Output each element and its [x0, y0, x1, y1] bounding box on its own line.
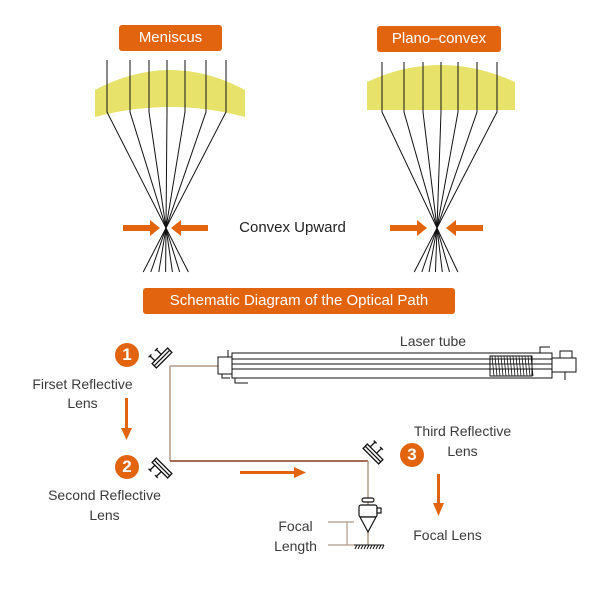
second-reflective-lens-icon: [148, 457, 173, 479]
third-reflective-lens-icon: [362, 440, 384, 465]
step-1-badge: 1: [115, 343, 139, 367]
plano-convex-rays: [381, 62, 498, 273]
light-ray: [129, 60, 181, 273]
direction-arrow-down-1: [121, 398, 132, 440]
step-3-badge: 3: [400, 443, 424, 467]
step-2-label-line2: Lens: [89, 507, 120, 523]
light-ray: [403, 62, 450, 273]
step-3-label-line1: Third Reflective: [413, 423, 512, 439]
meniscus-badge: Meniscus: [119, 25, 222, 51]
laser-tube-label: Laser tube: [399, 333, 467, 349]
light-ray: [148, 60, 173, 273]
light-ray: [413, 62, 498, 273]
light-ray: [150, 60, 207, 273]
step-2-badge: 2: [115, 455, 139, 479]
light-ray: [428, 62, 459, 273]
light-ray: [381, 62, 459, 273]
focal-lens-label: Focal Lens: [413, 527, 482, 543]
first-reflective-lens-icon: [148, 347, 173, 369]
light-ray: [106, 60, 189, 273]
focal-length-label-line2: Length: [274, 538, 317, 554]
work-surface-icon: [353, 544, 385, 550]
light-ray: [434, 62, 442, 273]
focal-length-dimension: [328, 521, 354, 546]
step-1-label-line1: Firset Reflective: [32, 376, 133, 392]
step-2-label-line1: Second Reflective: [48, 487, 161, 503]
light-ray: [422, 62, 443, 273]
focus-arrows-left: [123, 220, 208, 236]
meniscus-rays: [106, 60, 227, 273]
laser-tube-icon: [217, 346, 577, 384]
step-3-label-line2: Lens: [447, 443, 478, 459]
focal-lens-head-icon: [358, 497, 382, 534]
step-1-label-line2: Lens: [67, 395, 98, 411]
direction-arrow-down-3: [433, 474, 444, 516]
focus-arrows-right: [390, 220, 483, 236]
light-ray: [165, 60, 168, 273]
schematic-title-badge: Schematic Diagram of the Optical Path: [143, 288, 455, 314]
plano-convex-badge: Plano–convex: [377, 26, 501, 52]
focal-length-label-line1: Focal: [278, 518, 313, 534]
meniscus-lens: [95, 70, 245, 117]
direction-arrow-right: [240, 467, 306, 478]
convex-upward-caption: Convex Upward: [239, 219, 346, 236]
light-ray: [158, 60, 186, 273]
light-ray: [142, 60, 227, 273]
light-ray: [421, 62, 478, 273]
